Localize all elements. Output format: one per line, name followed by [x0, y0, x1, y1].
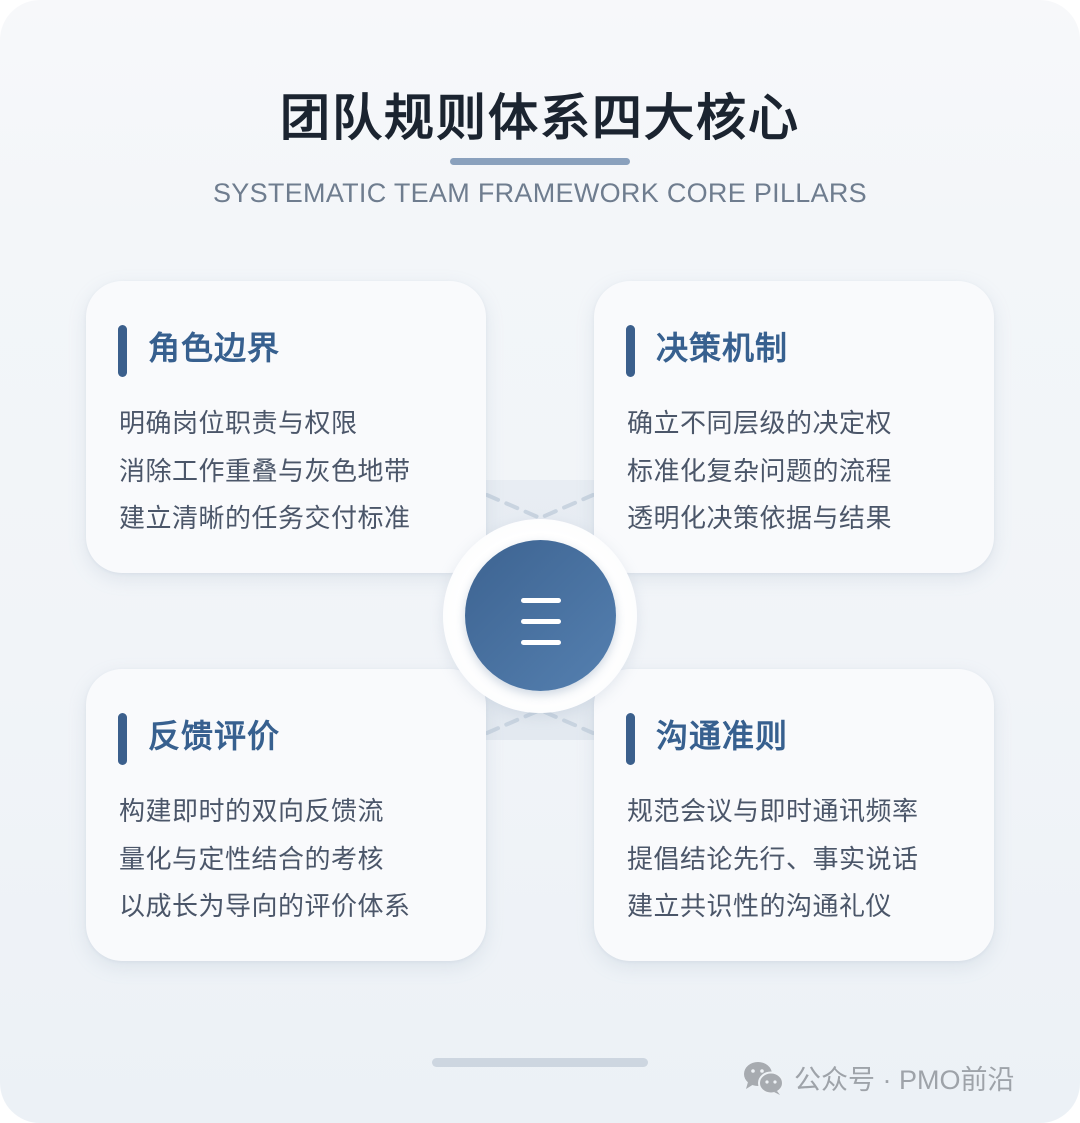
page-subtitle: SYSTEMATIC TEAM FRAMEWORK CORE PILLARS [213, 178, 867, 208]
title-underline [450, 158, 630, 165]
card-point: 以成长为导向的评价体系 [119, 892, 411, 922]
pillar-card-role-boundary: 角色边界 明确岗位职责与权限 消除工作重叠与灰色地带 建立清晰的任务交付标准 [86, 281, 486, 573]
accent-bar [118, 325, 127, 377]
page-title: 团队规则体系四大核心 [280, 88, 800, 147]
bottom-indicator-bar [432, 1058, 648, 1067]
pillar-card-communication-rules: 沟通准则 规范会议与即时通讯频率 提倡结论先行、事实说话 建立共识性的沟通礼仪 [594, 669, 994, 961]
accent-bar [626, 713, 635, 765]
wechat-icon [744, 1061, 784, 1095]
card-heading: 角色边界 [148, 329, 281, 367]
pillar-card-decision-mechanism: 决策机制 确立不同层级的决定权 标准化复杂问题的流程 透明化决策依据与结果 [594, 281, 994, 573]
card-heading: 沟通准则 [656, 717, 789, 755]
menu-lines-icon [520, 593, 561, 645]
accent-bar [626, 325, 635, 377]
dashed-connector-lines [485, 493, 595, 735]
card-points: 规范会议与即时通讯频率 提倡结论先行、事实说话 建立共识性的沟通礼仪 [627, 789, 919, 932]
card-point: 标准化复杂问题的流程 [627, 456, 893, 487]
card-point: 量化与定性结合的考核 [119, 844, 385, 875]
card-point: 明确岗位职责与权限 [119, 409, 358, 439]
card-points: 明确岗位职责与权限 消除工作重叠与灰色地带 建立清晰的任务交付标准 [119, 401, 411, 544]
pillar-card-feedback-evaluation: 反馈评价 构建即时的双向反馈流 量化与定性结合的考核 以成长为导向的评价体系 [86, 669, 486, 961]
card-point: 规范会议与即时通讯频率 [627, 797, 919, 827]
card-point: 提倡结论先行、事实说话 [627, 844, 919, 875]
card-heading: 反馈评价 [148, 717, 281, 755]
accent-bar [118, 713, 127, 765]
footer-text: 公众号 · PMO前沿 [794, 1065, 1015, 1095]
card-point: 构建即时的双向反馈流 [119, 797, 385, 827]
card-point: 透明化决策依据与结果 [627, 504, 893, 534]
card-point: 建立共识性的沟通礼仪 [627, 892, 893, 922]
card-point: 确立不同层级的决定权 [627, 409, 893, 439]
center-hub [465, 540, 616, 691]
card-points: 构建即时的双向反馈流 量化与定性结合的考核 以成长为导向的评价体系 [119, 789, 411, 932]
card-heading: 决策机制 [656, 329, 789, 367]
card-point: 消除工作重叠与灰色地带 [119, 456, 411, 487]
card-point: 建立清晰的任务交付标准 [119, 504, 411, 534]
card-points: 确立不同层级的决定权 标准化复杂问题的流程 透明化决策依据与结果 [627, 401, 892, 544]
footer-watermark: 公众号 · PMO前沿 [742, 1058, 1015, 1097]
